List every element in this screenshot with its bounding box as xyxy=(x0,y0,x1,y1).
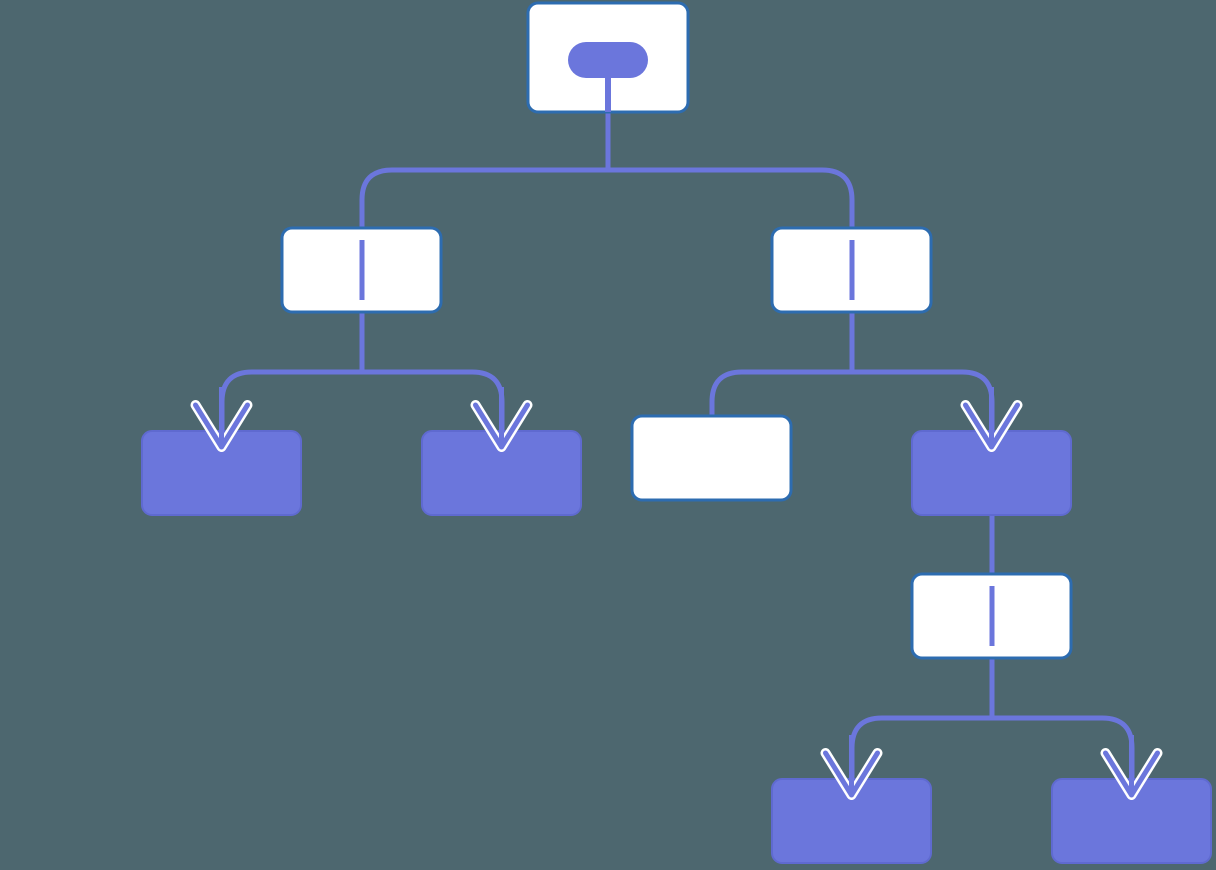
level3-white-node[interactable] xyxy=(910,572,1073,660)
edge-root-to-level1-left[interactable] xyxy=(359,112,611,228)
edge-arrowhead-icon xyxy=(960,387,1023,452)
arrows-layer xyxy=(190,387,1163,800)
edge-level1-right-to-white-node[interactable] xyxy=(709,312,855,416)
edge-arrowhead-icon xyxy=(470,387,533,452)
node-pill-glyph xyxy=(568,42,648,112)
level2-right-white-node[interactable] xyxy=(630,414,793,502)
level1-right-node[interactable] xyxy=(770,226,933,314)
edge-arrowhead-icon xyxy=(820,735,883,800)
root-node[interactable] xyxy=(526,1,690,114)
edge-root-to-level1-right[interactable] xyxy=(605,112,855,228)
edge-arrowhead-icon xyxy=(190,387,253,452)
nodes-layer xyxy=(141,1,1212,864)
edge-arrowhead-icon xyxy=(1100,735,1163,800)
level1-left-node[interactable] xyxy=(280,226,443,314)
